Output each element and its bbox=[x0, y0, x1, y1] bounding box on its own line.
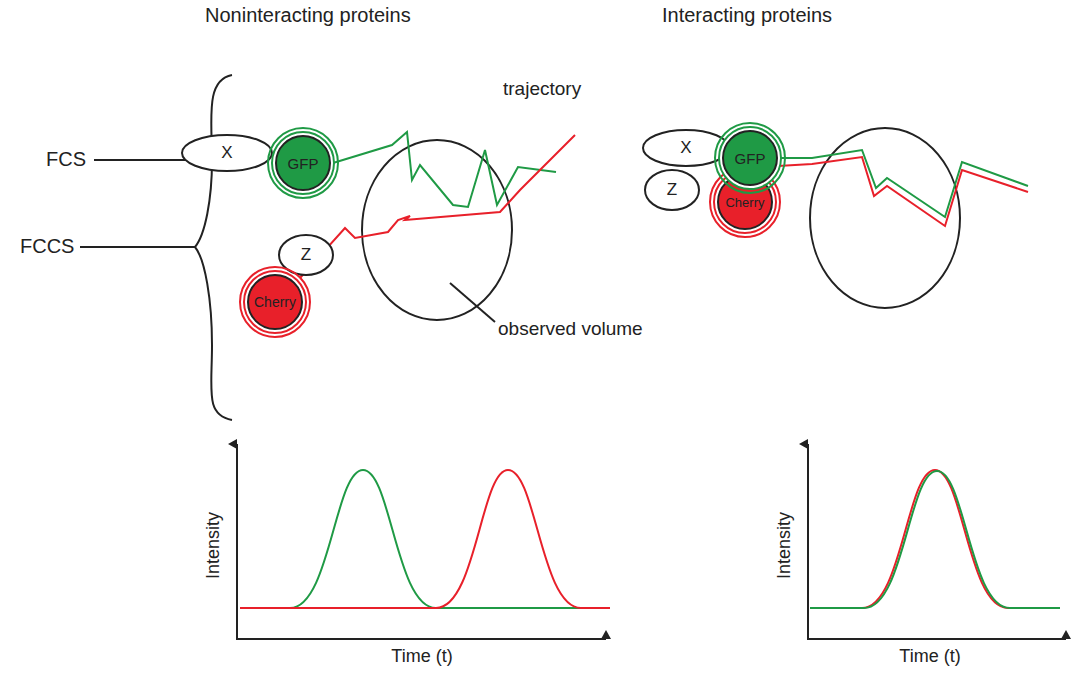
fluorescence-ring bbox=[244, 271, 306, 333]
fluorescence-ring bbox=[714, 171, 776, 233]
intensity-curve bbox=[240, 470, 610, 608]
fluorophore bbox=[718, 175, 772, 229]
annotation: observed volume bbox=[498, 318, 643, 340]
trajectory bbox=[778, 150, 1028, 217]
trajectory bbox=[333, 132, 556, 207]
protein-label: X bbox=[680, 138, 691, 158]
bracket bbox=[195, 75, 232, 420]
axis-label: Intensity bbox=[774, 511, 795, 578]
method-label: FCCS bbox=[20, 235, 74, 258]
cherry-circle: Cherry bbox=[238, 265, 312, 339]
axis bbox=[236, 444, 238, 640]
panel-title: Interacting proteins bbox=[662, 4, 832, 27]
protein-label: Z bbox=[667, 180, 677, 200]
protein-label: GFP bbox=[735, 150, 766, 167]
fluorescence-ring bbox=[715, 123, 785, 193]
method-label: FCS bbox=[46, 148, 86, 171]
fluorophore bbox=[723, 131, 777, 185]
protein-label: GFP bbox=[288, 155, 319, 172]
fluorophore bbox=[276, 136, 330, 190]
axis bbox=[807, 638, 1066, 640]
leader-line bbox=[450, 283, 495, 322]
protein-ellipse: X bbox=[180, 133, 274, 173]
protein-label: Z bbox=[301, 245, 311, 265]
annotation: trajectory bbox=[503, 78, 581, 100]
fluorescence-ring bbox=[272, 132, 334, 194]
intensity-curve bbox=[810, 471, 1060, 608]
gfp-circle: GFP bbox=[713, 121, 787, 195]
leader-line bbox=[80, 246, 195, 248]
axis-label: Intensity bbox=[203, 511, 224, 578]
gfp-circle: GFP bbox=[266, 126, 340, 200]
axis-label: Time (t) bbox=[391, 646, 452, 667]
intensity-curve bbox=[240, 470, 610, 608]
protein-outline bbox=[645, 170, 699, 210]
panel-title: Noninteracting proteins bbox=[205, 4, 411, 27]
protein-ellipse: Z bbox=[277, 233, 335, 277]
protein-label: X bbox=[221, 143, 232, 163]
protein-label: Cherry bbox=[725, 195, 764, 210]
trajectory bbox=[300, 135, 575, 278]
axis bbox=[807, 444, 809, 640]
protein-label: Cherry bbox=[254, 294, 296, 310]
axis-label: Time (t) bbox=[899, 646, 960, 667]
fluorescence-ring bbox=[710, 167, 780, 237]
intensity-curve bbox=[810, 470, 1060, 608]
fluorophore bbox=[248, 275, 302, 329]
fluorescence-ring bbox=[268, 128, 338, 198]
protein-ellipse: Z bbox=[643, 168, 701, 212]
trajectory bbox=[778, 157, 1028, 226]
protein-outline bbox=[182, 135, 272, 171]
axis bbox=[236, 638, 606, 640]
fluorescence-ring bbox=[240, 267, 310, 337]
fluorescence-ring bbox=[719, 127, 781, 189]
